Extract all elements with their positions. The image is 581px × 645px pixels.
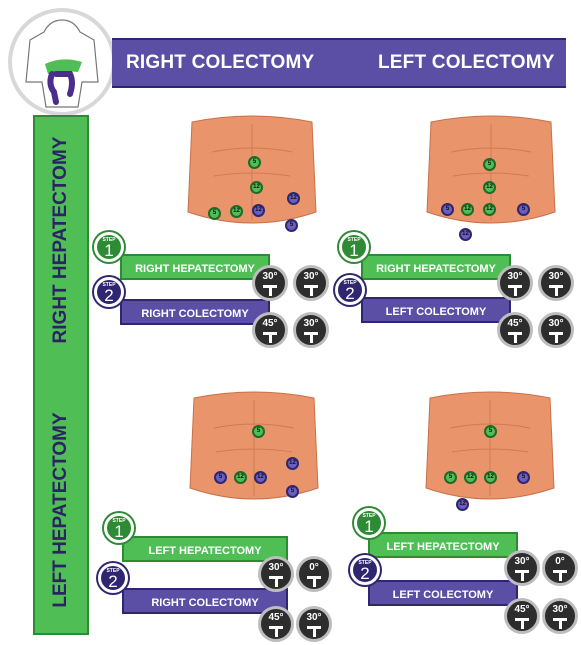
port-marker: 12: [230, 205, 243, 218]
step1-badge: STEP 1: [94, 232, 124, 262]
port-marker: 5: [483, 158, 496, 171]
port-marker: 5: [208, 207, 221, 220]
port-marker: 12: [459, 228, 472, 241]
angle-value: 30°: [299, 612, 329, 623]
port-marker: 5: [444, 471, 457, 484]
step-number: 1: [342, 241, 366, 261]
step2-badge: STEP 2: [335, 275, 365, 305]
column-header-bar: RIGHT COLECTOMY LEFT COLECTOMY: [112, 38, 566, 88]
panel-rh-rc: 5 12 5 12 12 12 5 RIGHT HEPATECTOMY STEP…: [92, 112, 332, 352]
step1-bar: LEFT HEPATECTOMY: [122, 536, 288, 562]
row-title-right-hepatectomy: RIGHT HEPATECTOMY: [50, 137, 72, 344]
panel-lh-lc: 5 5 12 12 5 12 LEFT HEPATECTOMY STEP 1 L…: [340, 388, 581, 645]
angle-value: 0°: [299, 562, 329, 573]
angle-value: 30°: [500, 271, 530, 282]
port-marker: 5: [286, 485, 299, 498]
port-marker: 12: [254, 471, 267, 484]
step2-badge: STEP 2: [350, 555, 380, 585]
port-marker: 12: [456, 498, 469, 511]
tilt-angle-badge: 30°: [293, 265, 329, 301]
angle-value: 30°: [541, 318, 571, 329]
angle-value: 45°: [500, 318, 530, 329]
angle-value: 30°: [255, 271, 285, 282]
abdomen-torso: [184, 388, 324, 508]
column-title-left-colectomy: LEFT COLECTOMY: [378, 52, 555, 74]
port-marker: 12: [483, 203, 496, 216]
panel-lh-rc: 5 5 12 12 12 5 LEFT HEPATECTOMY STEP 1 R…: [92, 388, 337, 645]
port-marker: 12: [287, 192, 300, 205]
step2-badge: STEP 2: [98, 563, 128, 593]
angle-value: 45°: [261, 612, 291, 623]
port-marker: 5: [248, 156, 261, 169]
torso-organs-icon: [12, 12, 112, 112]
tilt-angle-badge: 30°: [538, 312, 574, 348]
angle-value: 30°: [507, 556, 537, 567]
abdomen-torso: [182, 112, 322, 232]
tilt-angle-badge: 30°: [252, 265, 288, 301]
row-title-left-hepatectomy: LEFT HEPATECTOMY: [50, 412, 72, 607]
step-number: 1: [107, 522, 131, 542]
step-number: 2: [353, 564, 377, 584]
angle-value: 0°: [545, 556, 575, 567]
tilt-angle-badge: 0°: [542, 550, 578, 586]
tilt-angle-badge: 30°: [538, 265, 574, 301]
tilt-angle-badge: 30°: [497, 265, 533, 301]
port-marker: 12: [484, 471, 497, 484]
tilt-angle-badge: 30°: [542, 598, 578, 634]
step-number: 2: [101, 572, 125, 592]
tilt-angle-badge: 45°: [497, 312, 533, 348]
port-marker: 5: [252, 425, 265, 438]
angle-value: 45°: [507, 604, 537, 615]
tilt-angle-badge: 30°: [293, 312, 329, 348]
port-marker: 5: [484, 425, 497, 438]
tilt-angle-badge: 30°: [296, 606, 332, 642]
port-marker: 12: [286, 457, 299, 470]
step-number: 1: [97, 241, 121, 261]
angle-value: 30°: [296, 271, 326, 282]
tilt-angle-badge: 45°: [504, 598, 540, 634]
tilt-angle-badge: 0°: [296, 556, 332, 592]
tilt-angle-badge: 45°: [252, 312, 288, 348]
step1-badge: STEP 1: [339, 232, 369, 262]
step1-bar: LEFT HEPATECTOMY: [368, 532, 518, 558]
port-marker: 5: [214, 471, 227, 484]
port-marker: 12: [234, 471, 247, 484]
angle-value: 30°: [541, 271, 571, 282]
step-number: 1: [357, 517, 381, 537]
step2-bar: LEFT COLECTOMY: [368, 580, 518, 606]
port-marker: 12: [464, 471, 477, 484]
step-number: 2: [338, 284, 362, 304]
abdomen-torso: [420, 388, 560, 508]
angle-value: 45°: [255, 318, 285, 329]
step-number: 2: [97, 286, 121, 306]
tilt-angle-badge: 45°: [258, 606, 294, 642]
port-marker: 12: [252, 204, 265, 217]
angle-value: 30°: [261, 562, 291, 573]
step1-badge: STEP 1: [354, 508, 384, 538]
step2-badge: STEP 2: [94, 277, 124, 307]
step2-bar: RIGHT COLECTOMY: [120, 299, 270, 325]
port-marker: 12: [483, 181, 496, 194]
tilt-angle-badge: 30°: [504, 550, 540, 586]
port-marker: 5: [517, 471, 530, 484]
port-marker: 12: [250, 181, 263, 194]
angle-value: 30°: [545, 604, 575, 615]
column-title-right-colectomy: RIGHT COLECTOMY: [126, 52, 314, 74]
tilt-angle-badge: 30°: [258, 556, 294, 592]
angle-value: 30°: [296, 318, 326, 329]
anatomy-logo: [8, 8, 116, 116]
port-marker: 5: [441, 203, 454, 216]
port-marker: 12: [461, 203, 474, 216]
port-marker: 5: [285, 219, 298, 232]
step1-bar: RIGHT HEPATECTOMY: [361, 254, 511, 280]
panel-rh-lc: 5 12 5 12 12 5 12 RIGHT HEPATECTOMY STEP…: [333, 112, 578, 352]
port-marker: 5: [517, 203, 530, 216]
step1-badge: STEP 1: [104, 513, 134, 543]
step2-bar: LEFT COLECTOMY: [361, 297, 511, 323]
step1-bar: RIGHT HEPATECTOMY: [120, 254, 270, 280]
